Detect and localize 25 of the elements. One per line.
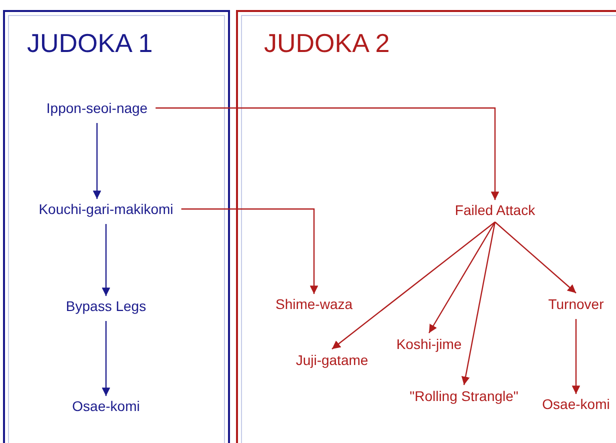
technique-label: Osae-komi [540, 395, 612, 413]
technique-label: Shime-waza [273, 295, 355, 313]
arrow [461, 222, 496, 386]
panel-title: JUDOKA 2 [264, 28, 390, 59]
arrow [102, 321, 110, 396]
arrow [156, 107, 500, 200]
technique-label: Failed Attack [452, 201, 538, 219]
technique-label: Koshi-jime [394, 335, 464, 353]
technique-label: Bypass Legs [64, 297, 148, 315]
arrow [92, 123, 102, 199]
technique-label: Turnover [546, 295, 606, 313]
group-panel [236, 10, 616, 443]
technique-label: Juji-gatame [294, 351, 370, 369]
arrow [494, 222, 576, 294]
technique-label: Kouchi-gari-makikomi [36, 200, 176, 218]
arrow [181, 208, 318, 294]
arrow [572, 319, 580, 394]
group-panel [3, 10, 230, 443]
arrow [102, 224, 110, 296]
technique-label: "Rolling Strangle" [408, 387, 520, 405]
panel-title: JUDOKA 1 [27, 28, 153, 59]
technique-label: Ippon-seoi-nage [44, 99, 150, 117]
arrow [332, 222, 496, 350]
technique-label: Osae-komi [70, 397, 142, 415]
arrow [428, 222, 496, 334]
